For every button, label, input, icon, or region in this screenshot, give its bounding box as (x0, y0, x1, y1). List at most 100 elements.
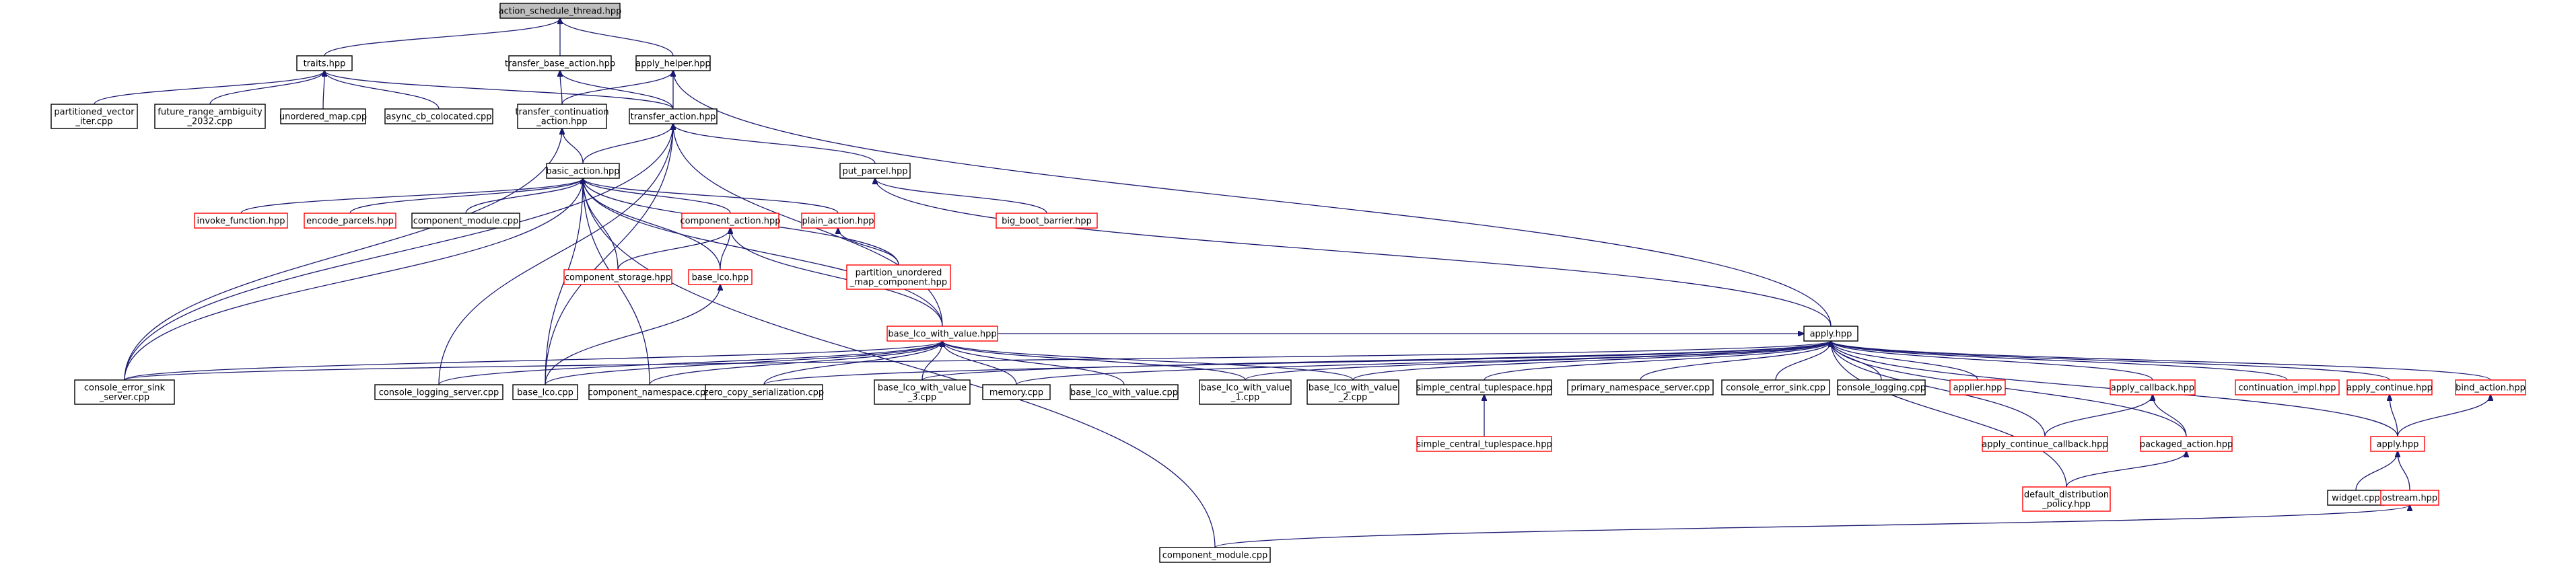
node-label: widget.cpp (2332, 494, 2380, 504)
file-node-component-namespace-cpp[interactable]: component_namespace.cpp (588, 384, 711, 400)
file-node-base-lco-with-value-cpp[interactable]: base_lco_with_value.cpp (1070, 384, 1179, 400)
include-edge (560, 18, 674, 56)
include-edge (2153, 395, 2187, 437)
node-box (304, 213, 396, 229)
file-node-partition-unordered-map-component-hpp[interactable]: partition_unordered_map_component.hpp (846, 264, 951, 290)
include-edge (124, 178, 583, 381)
file-node-applier-hpp[interactable]: applier.hpp (1949, 379, 2006, 395)
include-edge (2390, 395, 2398, 437)
node-label: invoke_function.hpp (197, 217, 285, 227)
file-node-transfer-continuation-action-hpp[interactable]: transfer_continuation_action.hpp (515, 104, 609, 129)
node-box (50, 104, 138, 129)
include-edge (1484, 341, 1831, 381)
node-box (1416, 379, 1552, 395)
file-node-primary-namespace-server-cpp[interactable]: primary_namespace_server.cpp (1567, 379, 1714, 395)
include-edge (582, 124, 673, 164)
include-edge (1352, 341, 1831, 381)
file-node-future-range-ambiguity-2032-cpp[interactable]: future_range_ambiguity_2032.cpp (154, 104, 266, 129)
file-node-transfer-action-hpp[interactable]: transfer_action.hpp (629, 108, 718, 124)
file-node-encode-parcels-hpp[interactable]: encode_parcels.hpp (304, 213, 396, 229)
file-node-component-module-cpp[interactable]: component_module.cpp (411, 213, 520, 229)
node-label: encode_parcels.hpp (306, 217, 394, 227)
node-box (384, 108, 493, 124)
node-label: default_distribution (2024, 490, 2109, 500)
node-label: apply_continue_callback.hpp (1982, 440, 2108, 450)
file-node-base-lco-with-value-hpp[interactable]: base_lco_with_value.hpp (886, 326, 998, 342)
node-label: transfer_base_action.hpp (505, 59, 615, 69)
file-node-partitioned-vector-iter-cpp[interactable]: partitioned_vector_iter.cpp (50, 104, 138, 129)
node-label: continuation_impl.hpp (2239, 383, 2336, 393)
node-label: base_lco_with_value (1309, 383, 1397, 393)
file-node-unordered-map-cpp[interactable]: unordered_map.cpp (279, 108, 367, 124)
file-node-plain-action-hpp[interactable]: plain_action.hpp (801, 213, 875, 229)
include-edge (465, 178, 583, 214)
node-label: async_cb_colocated.cpp (386, 112, 491, 122)
file-node-apply-helper-hpp[interactable]: apply_helper.hpp (635, 55, 711, 71)
file-node-apply-continue-hpp[interactable]: apply_continue.hpp (2346, 379, 2433, 395)
node-box (508, 55, 612, 71)
node-box (874, 379, 971, 405)
file-node-apply-callback-hpp[interactable]: apply_callback.hpp (2110, 379, 2196, 395)
file-node-component-action-hpp[interactable]: component_action.hpp (681, 213, 781, 229)
file-node-console-logging-cpp[interactable]: console_logging.cpp (1837, 379, 1926, 395)
file-node-apply-hpp[interactable]: apply.hpp (1803, 326, 1858, 342)
node-label: unordered_map.cpp (279, 112, 367, 122)
file-node-base-lco-cpp[interactable]: base_lco.cpp (512, 384, 578, 400)
include-edge (942, 341, 1246, 381)
file-node-console-logging-server-cpp[interactable]: console_logging_server.cpp (374, 384, 503, 400)
file-node-simple-central-tuplespace-hpp[interactable]: simple_central_tuplespace.hpp (1416, 436, 1552, 452)
include-edge (545, 124, 673, 385)
file-node-base-lco-hpp[interactable]: base_lco.hpp (688, 269, 753, 285)
file-node-zero-copy-serialization-cpp[interactable]: zero_copy_serialization.cpp (704, 384, 824, 400)
node-box (2110, 379, 2196, 395)
node-label: base_lco_with_value.hpp (888, 330, 996, 340)
file-node-ostream-hpp[interactable]: ostream.hpp (2380, 490, 2439, 506)
node-label: apply_callback.hpp (2111, 383, 2194, 393)
node-label: component_action.hpp (681, 217, 781, 227)
node-box (411, 213, 520, 229)
include-edge (324, 18, 560, 56)
file-node-widget-cpp[interactable]: widget.cpp (2327, 490, 2385, 506)
node-box (1803, 326, 1858, 342)
file-node-console-error-sink-server-cpp[interactable]: console_error_sink_server.cpp (74, 379, 175, 405)
node-label: _map_component.hpp (849, 278, 947, 288)
file-node-packaged-action-hpp[interactable]: packaged_action.hpp (2140, 436, 2233, 452)
node-label: apply.hpp (2377, 440, 2419, 450)
node-box (2140, 436, 2233, 452)
file-node-component-module-cpp[interactable]: component_module.cpp (1159, 547, 1271, 563)
file-node-apply-hpp[interactable]: apply.hpp (2370, 436, 2425, 452)
file-node-big-boot-barrier-hpp[interactable]: big_boot_barrier.hpp (996, 213, 1098, 229)
node-box (1159, 547, 1271, 563)
file-node-simple-central-tuplespace-hpp[interactable]: simple_central_tuplespace.hpp (1416, 379, 1552, 395)
file-node-component-storage-hpp[interactable]: component_storage.hpp (563, 269, 672, 285)
file-node-bind-action-hpp[interactable]: bind_action.hpp (2455, 379, 2526, 395)
file-node-apply-continue-callback-hpp[interactable]: apply_continue_callback.hpp (1982, 436, 2108, 452)
include-edge (1831, 341, 2187, 437)
node-box (74, 379, 175, 405)
file-node-console-error-sink-cpp[interactable]: console_error_sink.cpp (1721, 379, 1830, 395)
file-node-default-distribution-policy-hpp[interactable]: default_distribution_policy.hpp (2022, 486, 2111, 512)
node-label: put_parcel.hpp (843, 167, 908, 177)
file-node-base-lco-with-value-2-cpp[interactable]: base_lco_with_value_2.cpp (1307, 379, 1399, 405)
node-box (629, 108, 718, 124)
file-node-base-lco-with-value-1-cpp[interactable]: base_lco_with_value_1.cpp (1199, 379, 1292, 405)
node-label: simple_central_tuplespace.hpp (1416, 383, 1552, 393)
file-node-continuation-impl-hpp[interactable]: continuation_impl.hpp (2235, 379, 2340, 395)
file-node-memory-cpp[interactable]: memory.cpp (982, 384, 1051, 400)
node-box (681, 213, 779, 229)
file-node-transfer-base-action-hpp[interactable]: transfer_base_action.hpp (505, 55, 615, 71)
node-label: console_error_sink.cpp (1726, 383, 1825, 393)
node-label: _1.cpp (1230, 393, 1260, 403)
file-node-base-lco-with-value-3-cpp[interactable]: base_lco_with_value_3.cpp (874, 379, 971, 405)
file-node-invoke-function-hpp[interactable]: invoke_function.hpp (194, 213, 288, 229)
node-box (1070, 384, 1179, 400)
file-node-async-cb-colocated-cpp[interactable]: async_cb_colocated.cpp (384, 108, 493, 124)
file-node-basic-action-hpp[interactable]: basic_action.hpp (546, 163, 620, 179)
file-node-put-parcel-hpp[interactable]: put_parcel.hpp (839, 163, 911, 179)
file-node-traits-hpp[interactable]: traits.hpp (296, 55, 353, 71)
node-label: action_schedule_thread.hpp (499, 7, 622, 17)
include-edge (2398, 451, 2410, 491)
include-edge (2044, 395, 2153, 437)
include-edge (1016, 341, 1831, 385)
dependency-edges (94, 18, 2491, 548)
